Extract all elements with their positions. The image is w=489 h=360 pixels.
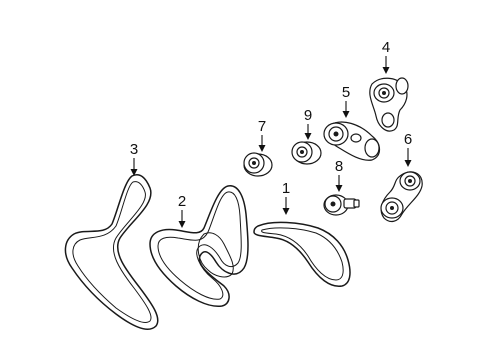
idler-pulley-7 xyxy=(243,152,273,177)
callout-2: 2 xyxy=(178,193,186,210)
idler-pulley-9 xyxy=(291,141,322,165)
pulley-bolt-8 xyxy=(323,194,360,216)
belt-tensioner-4 xyxy=(369,77,409,132)
callout-arrows xyxy=(130,56,412,228)
callout-3: 3 xyxy=(130,141,138,158)
belt-1 xyxy=(253,221,351,287)
callout-5: 5 xyxy=(342,84,350,101)
belt-2 xyxy=(149,185,249,307)
callout-1: 1 xyxy=(282,180,290,197)
callout-8: 8 xyxy=(335,158,343,175)
callout-9: 9 xyxy=(304,107,312,124)
callout-4: 4 xyxy=(382,39,390,56)
belt-3 xyxy=(64,174,159,330)
callout-7: 7 xyxy=(258,118,266,135)
belt-tensioner-6 xyxy=(380,171,423,223)
callout-6: 6 xyxy=(404,131,412,148)
belt-tensioner-5 xyxy=(323,121,381,161)
